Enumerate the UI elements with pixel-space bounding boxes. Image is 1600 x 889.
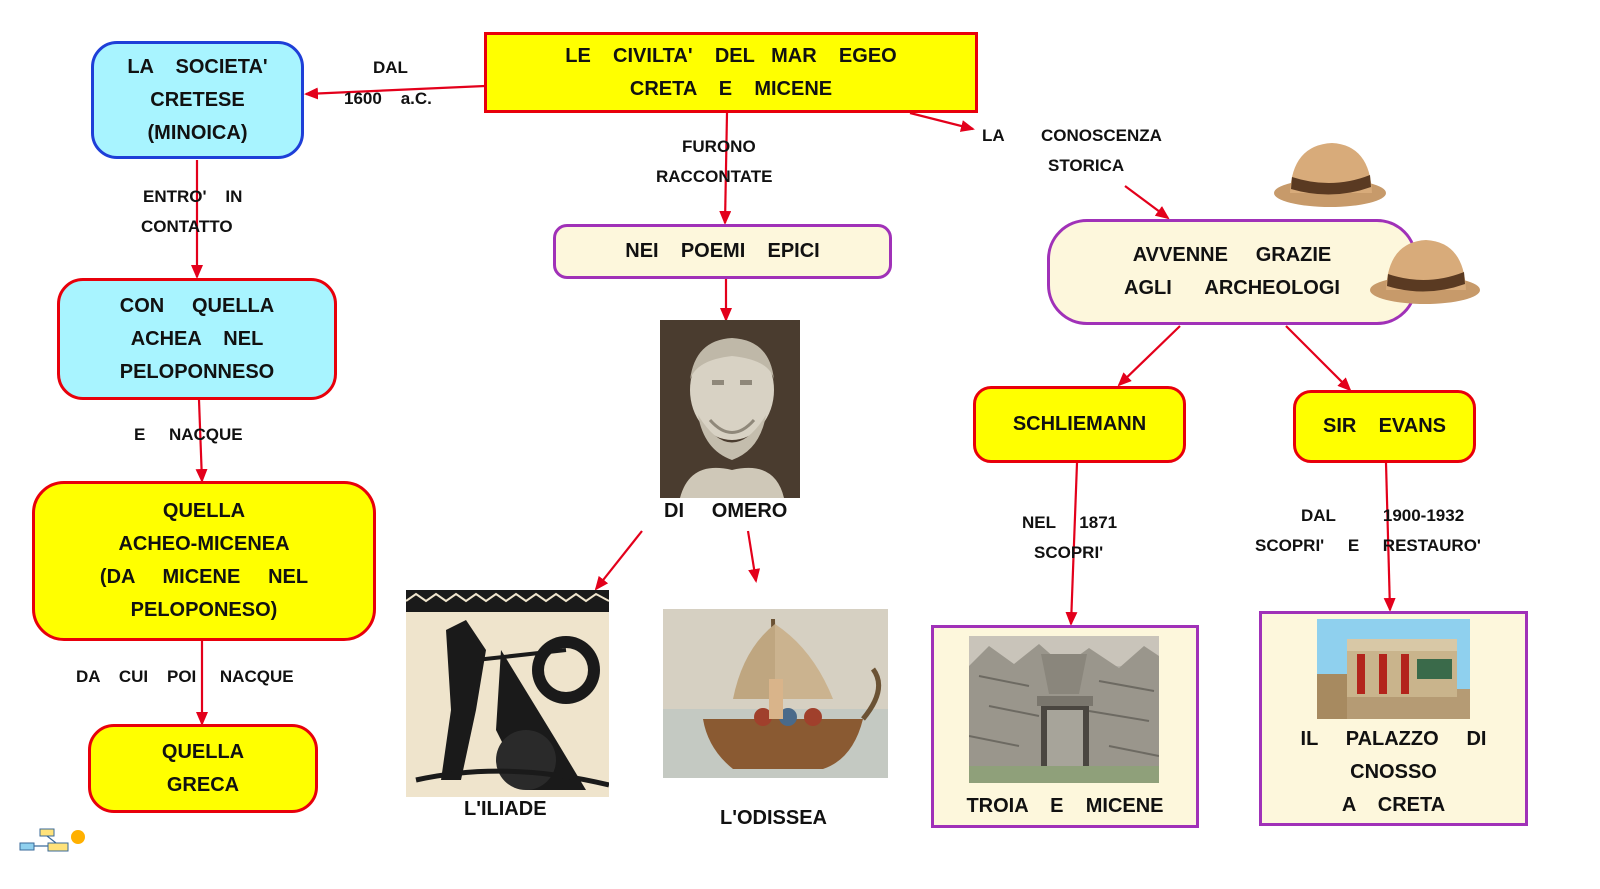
iliad-vase-icon — [406, 590, 609, 797]
epic-poems-label: NEI POEMI EPICI — [625, 240, 820, 262]
archaeologists-node[interactable]: AVVENNE GRAZIE AGLI ARCHEOLOGI — [1047, 219, 1417, 325]
odyssey-mosaic-icon — [663, 609, 888, 778]
cretan-line-3: (MINOICA) — [147, 121, 248, 144]
fedora-hat-icon — [1368, 232, 1483, 307]
achaean-line-1: CON QUELLA — [119, 294, 275, 317]
omero-caption: DI OMERO — [664, 500, 788, 522]
arrow-evans-to-knossos — [1383, 462, 1396, 612]
iliad-caption: L'ILIADE — [464, 798, 547, 820]
title-node[interactable]: LE CIVILTA' DEL MAR EGEO CRETA E MICENE — [484, 32, 978, 113]
greek-line-1: QUELLA — [161, 740, 245, 763]
cretan-line-1: LA SOCIETA' — [127, 55, 268, 78]
knossos-line-2: CNOSSO — [1350, 761, 1437, 783]
label-furono: FURONO — [682, 137, 756, 156]
label-dal-years: DAL 1900-1932 — [1301, 506, 1465, 525]
knossos-line-1: IL PALAZZO DI — [1300, 728, 1487, 750]
arrow-homer-to-iliad — [594, 530, 643, 591]
schliemann-node[interactable]: SCHLIEMANN — [973, 386, 1186, 463]
label-nel-1871: NEL 1871 — [1022, 513, 1118, 532]
arrow-title-to-crete — [304, 84, 486, 100]
achaean-node[interactable]: CON QUELLA ACHEA NEL PELOPONNESO — [57, 278, 337, 400]
greek-node[interactable]: QUELLA GRECA — [88, 724, 318, 813]
label-conoscenza: CONOSCENZA — [1041, 126, 1162, 145]
label-storica: STORICA — [1048, 156, 1125, 175]
homer-bust-icon — [660, 320, 800, 498]
greek-line-2: GRECA — [166, 773, 240, 796]
arrow-title-to-knowledge — [909, 111, 975, 132]
cmap-logo-icon — [18, 823, 88, 857]
arrow-homer-to-odyssey — [746, 530, 761, 583]
schliemann-label: SCHLIEMANN — [1012, 413, 1147, 435]
mycenaean-node[interactable]: QUELLA ACHEO-MICENEA (DA MICENE NEL PELO… — [32, 481, 376, 641]
label-raccontate: RACCONTATE — [656, 167, 773, 186]
odyssey-caption: L'ODISSEA — [720, 807, 827, 829]
achaean-line-3: PELOPONNESO — [119, 360, 275, 383]
arrow-archaeologists-to-evans — [1285, 325, 1352, 392]
label-scopri: SCOPRI' — [1034, 543, 1104, 562]
archaeologists-line-2: AGLI ARCHEOLOGI — [1124, 277, 1340, 299]
knossos-text: IL PALAZZO DI CNOSSO A CRETA — [1259, 723, 1528, 822]
mycenaean-line-4: PELOPONESO) — [130, 599, 278, 621]
achaean-line-2: ACHEA NEL — [130, 327, 264, 350]
label-entro-in: ENTRO' IN — [143, 187, 243, 206]
mycenaean-line-2: ACHEO-MICENEA — [118, 533, 290, 555]
archaeologists-line-1: AVVENNE GRAZIE — [1132, 244, 1332, 266]
label-1600: 1600 a.C. — [344, 89, 432, 108]
arrow-title-to-poems — [719, 112, 732, 225]
title-line-2: CRETA E MICENE — [629, 77, 833, 100]
lion-gate-icon — [969, 636, 1159, 783]
cretan-society-node[interactable]: LA SOCIETA' CRETESE (MINOICA) — [91, 41, 304, 159]
arrow-achaean-to-mycenaean — [195, 399, 208, 483]
label-scopri-restauro: SCOPRI' E RESTAURO' — [1255, 536, 1481, 555]
evans-label: SIR EVANS — [1323, 415, 1446, 437]
title-line-1: LE CIVILTA' DEL MAR EGEO — [565, 44, 897, 67]
arrow-archaeologists-to-schliemann — [1117, 325, 1181, 387]
epic-poems-node[interactable]: NEI POEMI EPICI — [553, 224, 892, 279]
knossos-palace-icon — [1317, 619, 1470, 719]
mycenaean-line-3: (DA MICENE NEL — [99, 566, 309, 588]
arrow-knowledge-to-archaeologists — [1124, 185, 1170, 220]
mycenaean-line-1: QUELLA — [162, 500, 246, 522]
troy-caption: TROIA E MICENE — [966, 795, 1164, 817]
arrow-schliemann-to-troy — [1065, 462, 1079, 626]
label-la: LA — [982, 126, 1005, 145]
label-contatto: CONTATTO — [141, 217, 233, 236]
label-e-nacque: E NACQUE — [134, 425, 243, 444]
knossos-line-3: A CRETA — [1341, 794, 1446, 816]
cretan-line-2: CRETESE — [150, 88, 245, 111]
label-dal: DAL — [373, 58, 408, 77]
label-da-cui: DA CUI POI NACQUE — [76, 667, 294, 686]
evans-node[interactable]: SIR EVANS — [1293, 390, 1476, 463]
fedora-hat-icon — [1272, 135, 1390, 210]
